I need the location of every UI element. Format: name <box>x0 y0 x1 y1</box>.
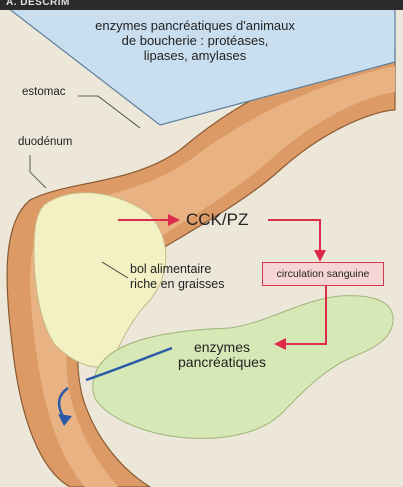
label-bol-line2: riche en graisses <box>130 277 225 292</box>
label-bol: bol alimentaire riche en graisses <box>130 262 225 292</box>
label-bol-line1: bol alimentaire <box>130 262 225 277</box>
funnel-label-line1: enzymes pancréatiques d'animaux <box>40 18 350 33</box>
funnel-label: enzymes pancréatiques d'animaux de bouch… <box>40 18 350 63</box>
circulation-box: circulation sanguine <box>262 262 384 286</box>
funnel-label-line3: lipases, amylases <box>40 48 350 63</box>
funnel-label-line2: de boucherie : protéases, <box>40 33 350 48</box>
label-estomac: estomac <box>22 86 65 98</box>
label-enzymes: enzymes pancréatiques <box>178 340 266 370</box>
header-strip: A. DESCRIM <box>0 0 403 10</box>
label-enzymes-line2: pancréatiques <box>178 355 266 370</box>
label-enzymes-line1: enzymes <box>178 340 266 355</box>
label-duodenum: duodénum <box>18 136 72 148</box>
label-cck-pz: CCK/PZ <box>186 210 248 230</box>
header-partial-title: A. DESCRIM <box>6 0 70 8</box>
